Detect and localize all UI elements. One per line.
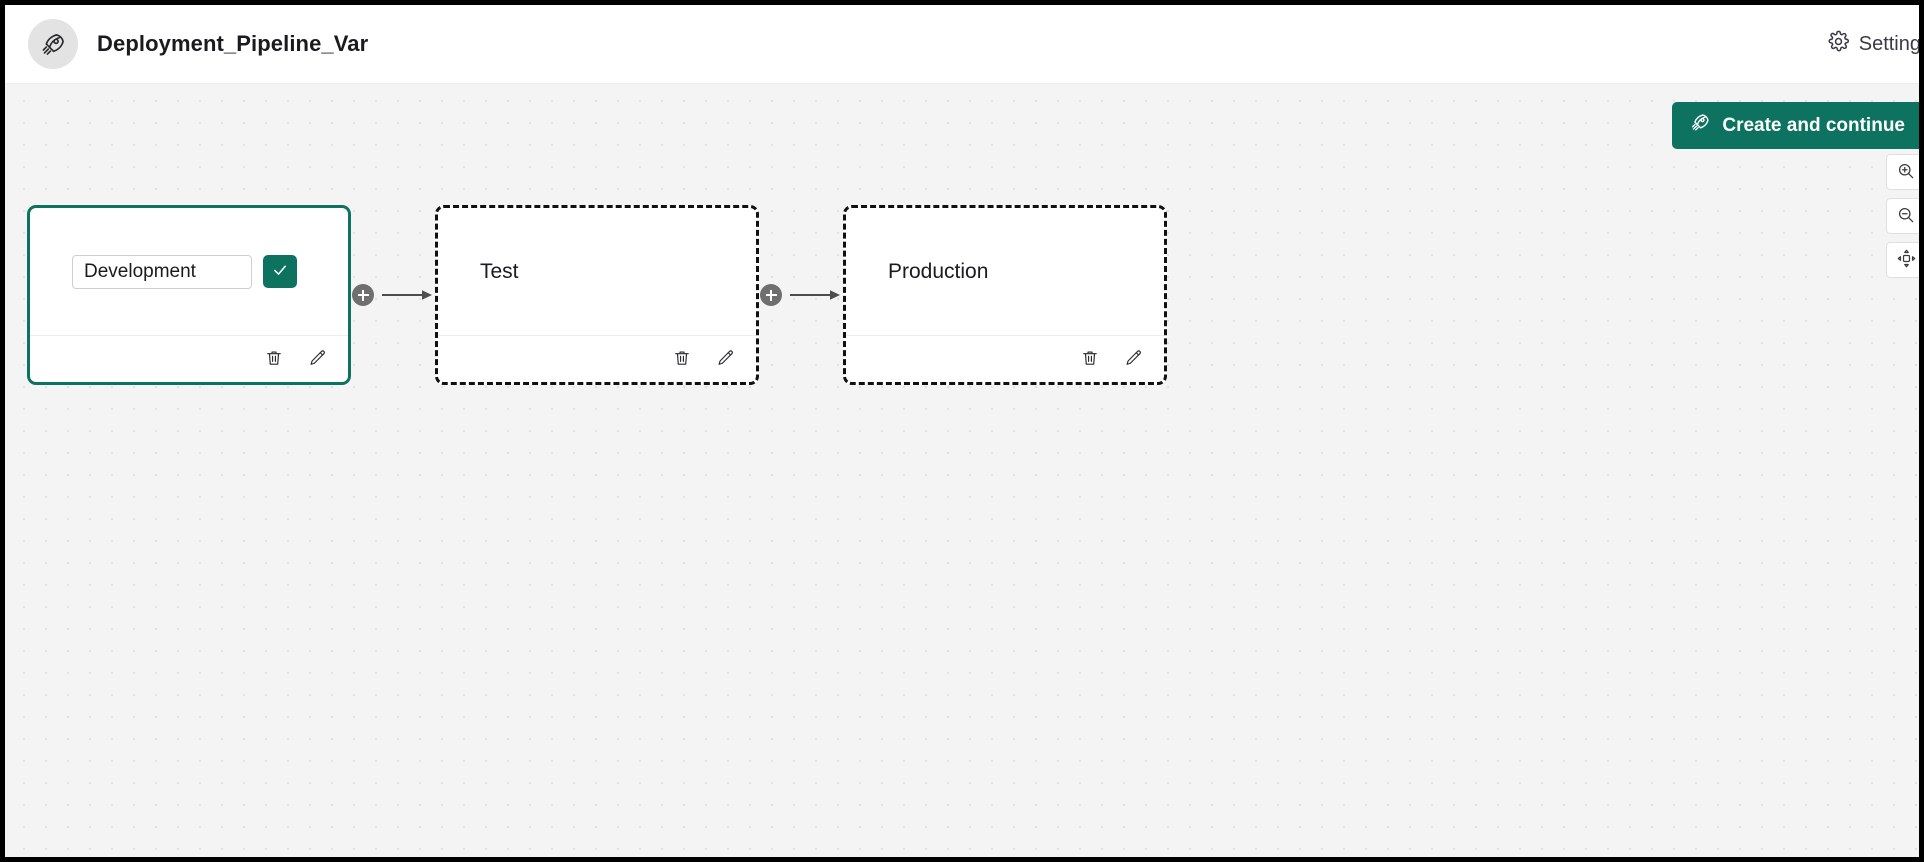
zoom-out-button[interactable] [1886,198,1919,234]
check-icon [271,261,289,282]
pipeline-connector [351,205,435,385]
trash-icon [672,348,692,371]
pencil-icon [308,348,328,371]
edit-node-button[interactable] [1121,346,1147,372]
edit-node-button[interactable] [305,346,331,372]
brand-block: Deployment_Pipeline_Var [5,19,368,69]
app-header: Deployment_Pipeline_Var Settings [5,5,1919,84]
edit-node-button[interactable] [713,346,739,372]
add-node-button[interactable] [352,284,374,306]
add-node-button[interactable] [760,284,782,306]
move-fit-icon [1896,248,1917,272]
settings-button[interactable]: Settings [1827,30,1924,58]
magnifier-plus-icon [1896,161,1916,184]
confirm-stage-name-button[interactable] [263,255,297,288]
node-body [30,208,348,335]
zoom-in-button[interactable] [1886,154,1919,190]
rocket-icon [1690,112,1711,139]
create-and-continue-label: Create and continue [1722,114,1905,136]
delete-node-button[interactable] [1077,346,1103,372]
pencil-icon [716,348,736,371]
pencil-icon [1124,348,1144,371]
node-label: Production [888,259,989,283]
arrow-icon [382,290,432,300]
pipeline-node-production[interactable]: Production [843,205,1167,385]
delete-node-button[interactable] [261,346,287,372]
create-and-continue-button[interactable]: Create and continue [1672,102,1919,149]
settings-label: Settings [1858,32,1924,55]
node-footer [438,335,756,382]
node-footer [30,335,348,382]
gear-icon [1827,30,1850,58]
node-footer [846,335,1164,382]
arrow-icon [790,290,840,300]
pipeline-flow: Test [27,205,1167,385]
pipeline-node-test[interactable]: Test [435,205,759,385]
delete-node-button[interactable] [669,346,695,372]
node-body: Test [438,208,756,335]
fit-to-view-button[interactable] [1886,242,1919,278]
rocket-icon [28,19,78,69]
pipeline-node-development[interactable] [27,205,351,385]
page-title: Deployment_Pipeline_Var [97,31,369,56]
node-label: Test [480,259,519,283]
trash-icon [1080,348,1100,371]
zoom-controls [1886,154,1919,278]
stage-name-input[interactable] [72,254,252,289]
trash-icon [264,348,284,371]
pipeline-canvas[interactable]: Create and continue [5,84,1919,857]
node-edit-row [72,254,297,289]
node-body: Production [846,208,1164,335]
magnifier-minus-icon [1896,205,1916,228]
pipeline-connector [759,205,843,385]
